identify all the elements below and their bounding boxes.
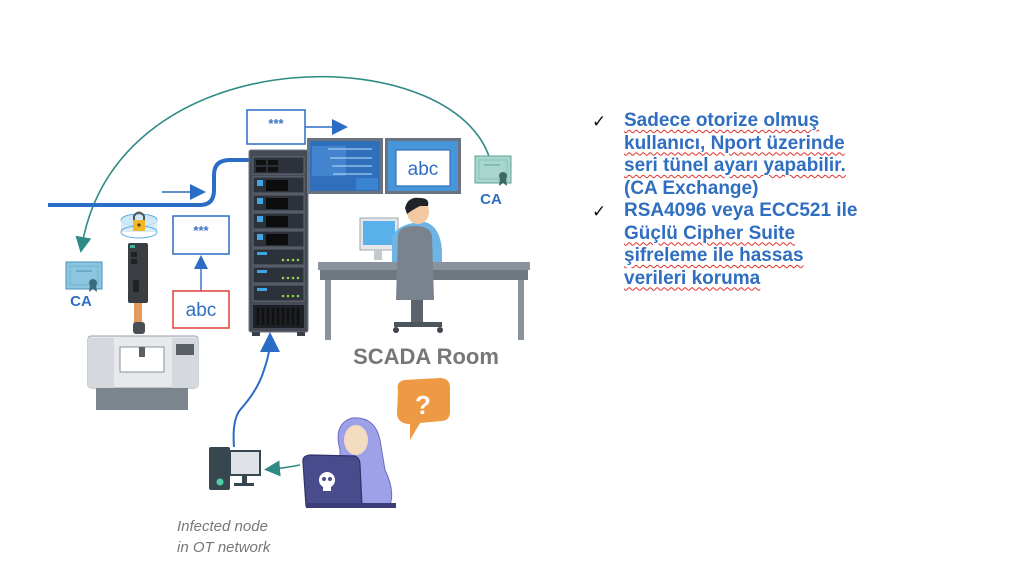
- plaintext-data-box: abc: [172, 290, 230, 329]
- ca-certificate-right-icon: [474, 155, 512, 186]
- encrypted-data-box-mid: ***: [172, 215, 230, 255]
- feature-bullet-list: ✓ Sadece otorize olmuş kullanıcı, Nport …: [592, 110, 922, 290]
- question-bubble-icon: ?: [397, 378, 450, 440]
- bullet-line: RSA4096 veya ECC521 ile: [624, 200, 858, 221]
- infected-node-label-line2: in OT network: [177, 539, 272, 556]
- ca-exchange-arc: [75, 75, 493, 253]
- encrypted-data-box-top: ***: [246, 109, 306, 145]
- screen-plaintext-label: abc: [408, 159, 439, 180]
- scada-operator-icon: [318, 197, 530, 340]
- infected-node-label-line1: Infected node: [177, 518, 268, 535]
- infected-node-icon: [209, 447, 261, 490]
- bullet-line: Güçlü Cipher Suite: [624, 222, 796, 244]
- hacker-icon: [302, 417, 396, 508]
- bullet-line: kullanıcı, Nport üzerinde: [624, 132, 845, 154]
- hmi-monitor-right-icon: abc: [385, 138, 461, 194]
- ca-label-left: CA: [70, 293, 92, 310]
- bullet-line: (CA Exchange): [624, 177, 759, 199]
- bullet-line: Sadece otorize olmuş: [624, 110, 820, 131]
- infected-to-server-arrow: [232, 332, 280, 448]
- network-line: [48, 158, 252, 207]
- plaintext-label: abc: [186, 300, 217, 321]
- ca-certificate-left-icon: [65, 261, 103, 292]
- server-rack-icon: [248, 149, 309, 336]
- checkmark-icon: ✓: [592, 112, 607, 132]
- nport-device-icon: [120, 211, 158, 334]
- bullet-line: verileri koruma: [624, 267, 761, 289]
- bullet-item-authorization: ✓ Sadece otorize olmuş kullanıcı, Nport …: [592, 110, 922, 200]
- bullet-text: RSA4096 veya ECC521 ile Güçlü Cipher Sui…: [624, 200, 857, 290]
- hmi-monitor-left-icon: [307, 138, 383, 194]
- cnc-machine-icon: [87, 335, 199, 410]
- bullet-text: Sadece otorize olmuş kullanıcı, Nport üz…: [624, 110, 846, 200]
- scada-room-label: SCADA Room: [353, 344, 499, 369]
- bullet-line: seri tünel ayarı yapabilir.: [624, 155, 846, 176]
- bullet-item-encryption: ✓ RSA4096 veya ECC521 ile Güçlü Cipher S…: [592, 200, 922, 290]
- encrypted-label-top: ***: [268, 116, 284, 131]
- encrypted-label-mid: ***: [193, 223, 209, 238]
- bullet-line: şifreleme ile hassas: [624, 245, 804, 266]
- question-mark: ?: [415, 390, 431, 420]
- checkmark-icon: ✓: [592, 202, 607, 222]
- ca-label-right: CA: [480, 191, 502, 208]
- attacker-to-node-arrow: [264, 460, 301, 477]
